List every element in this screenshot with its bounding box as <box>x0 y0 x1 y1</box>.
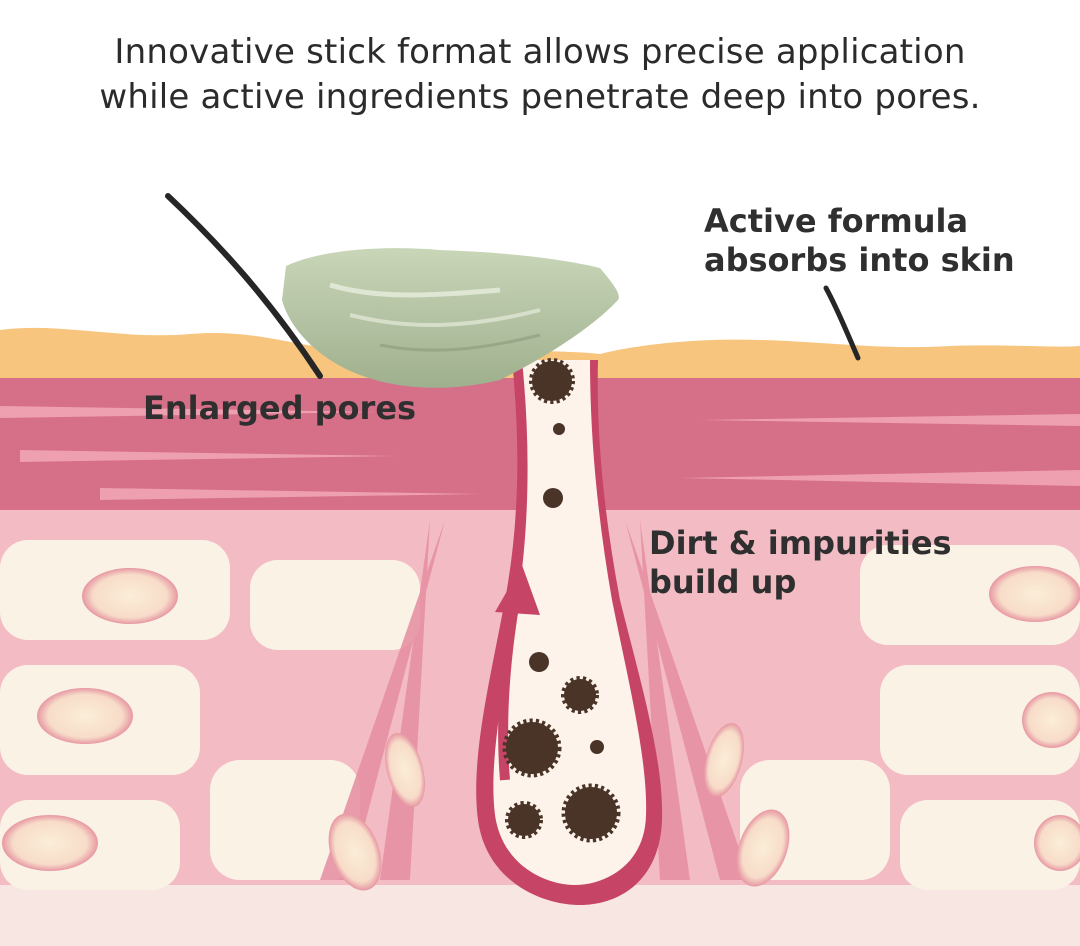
dermis-fiber <box>20 450 400 462</box>
dermis-fiber <box>0 406 380 418</box>
impurity-spiky <box>561 676 599 714</box>
upward-arrow-icon <box>495 565 540 781</box>
hair-left <box>165 193 323 379</box>
fat-cells <box>2 566 1080 891</box>
impurity-dot <box>543 488 563 508</box>
impurity-spiky <box>529 358 575 404</box>
label-dirt-impurities-line-2: build up <box>649 563 797 601</box>
label-active-formula: Active formula absorbs into skin <box>704 202 1015 280</box>
hair-right <box>823 285 861 361</box>
impurity-spiky <box>505 801 543 839</box>
headline-line-1: Innovative stick format allows precise a… <box>114 32 966 72</box>
formula-blob <box>282 248 619 388</box>
epidermis-layer <box>0 327 1080 390</box>
impurity-spiky <box>502 718 562 778</box>
dermis-fiber <box>100 488 480 500</box>
impurity-dot <box>590 740 604 754</box>
impurity-dot <box>553 423 565 435</box>
impurity-spiky <box>561 783 621 843</box>
label-active-formula-line-2: absorbs into skin <box>704 241 1015 279</box>
label-enlarged-pores: Enlarged pores <box>143 389 417 427</box>
label-dirt-impurities-line-1: Dirt & impurities <box>649 524 952 562</box>
impurity-dot <box>529 652 549 672</box>
headline-line-2: while active ingredients penetrate deep … <box>99 77 981 117</box>
dermis-fiber <box>700 414 1080 426</box>
label-active-formula-line-1: Active formula <box>704 202 969 240</box>
dermis-fiber <box>680 470 1080 486</box>
label-dirt-impurities: Dirt & impurities build up <box>649 524 952 602</box>
impurities <box>502 358 621 843</box>
headline: Innovative stick format allows precise a… <box>0 30 1080 120</box>
